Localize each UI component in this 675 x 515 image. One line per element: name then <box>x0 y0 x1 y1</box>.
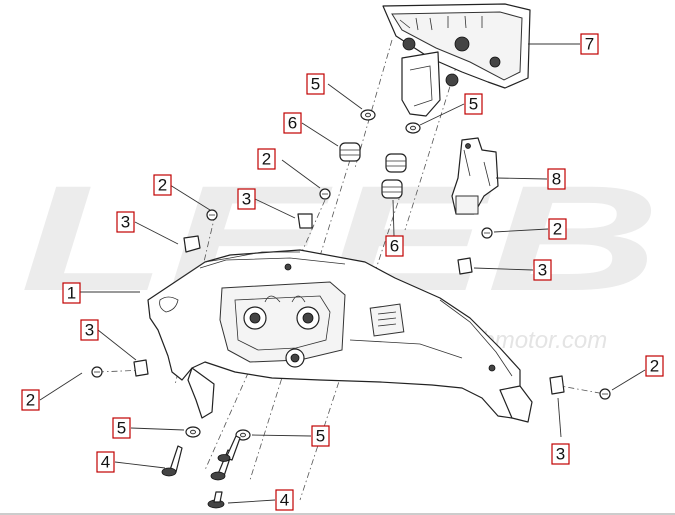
callout-2-b: 2 <box>257 148 276 170</box>
callout-5-a: 5 <box>112 417 131 439</box>
callout-2-d: 2 <box>21 389 40 411</box>
callout-2-b-label: 2 <box>262 150 271 169</box>
callout-4-b: 4 <box>275 489 294 511</box>
main-panel <box>147 249 533 423</box>
callout-2-a-label: 2 <box>158 176 167 195</box>
callout-6-b-label: 6 <box>390 237 399 256</box>
callout-5-d-label: 5 <box>469 95 478 114</box>
clip-nuts <box>133 213 565 395</box>
callout-5-c: 5 <box>306 73 325 95</box>
callout-7-label: 7 <box>585 35 594 54</box>
callout-1-label: 1 <box>67 284 76 303</box>
callout-3-c: 3 <box>533 259 552 281</box>
callout-2-e: 2 <box>645 355 664 377</box>
callout-2-e-label: 2 <box>650 357 659 376</box>
callout-6-b: 6 <box>385 235 404 257</box>
callout-3-a-label: 3 <box>121 213 130 232</box>
callout-8: 8 <box>547 168 566 190</box>
screws <box>91 188 611 400</box>
callout-4-a-label: 4 <box>101 453 110 472</box>
callout-3-b-label: 3 <box>242 190 251 209</box>
callout-4-b-label: 4 <box>280 491 289 510</box>
callout-2-a: 2 <box>153 174 172 196</box>
callout-4-a: 4 <box>96 451 115 473</box>
callout-1: 1 <box>62 282 81 304</box>
callout-5-c-label: 5 <box>311 75 320 94</box>
callout-3-b: 3 <box>237 188 256 210</box>
callout-3-a: 3 <box>116 211 135 233</box>
callout-3-d: 3 <box>80 319 99 341</box>
callout-3-c-label: 3 <box>538 261 547 280</box>
callout-6-a: 6 <box>283 112 302 134</box>
callout-5-b-label: 5 <box>316 427 325 446</box>
callout-7: 7 <box>580 33 599 55</box>
display-unit <box>382 3 531 117</box>
callout-2-c-label: 2 <box>553 220 562 239</box>
callout-3-d-label: 3 <box>85 321 94 340</box>
callout-5-b: 5 <box>311 425 330 447</box>
grommets <box>339 142 407 199</box>
callout-8-label: 8 <box>552 170 561 189</box>
callout-2-c: 2 <box>548 218 567 240</box>
callout-5-d: 5 <box>464 93 483 115</box>
leader-lines <box>39 43 646 504</box>
callout-5-a-label: 5 <box>117 419 126 438</box>
callout-3-e-label: 3 <box>556 445 565 464</box>
callout-3-e: 3 <box>551 443 570 465</box>
callout-2-d-label: 2 <box>26 391 35 410</box>
bolts <box>161 435 241 509</box>
callout-6-a-label: 6 <box>288 114 297 133</box>
sensor-bracket <box>451 137 499 215</box>
